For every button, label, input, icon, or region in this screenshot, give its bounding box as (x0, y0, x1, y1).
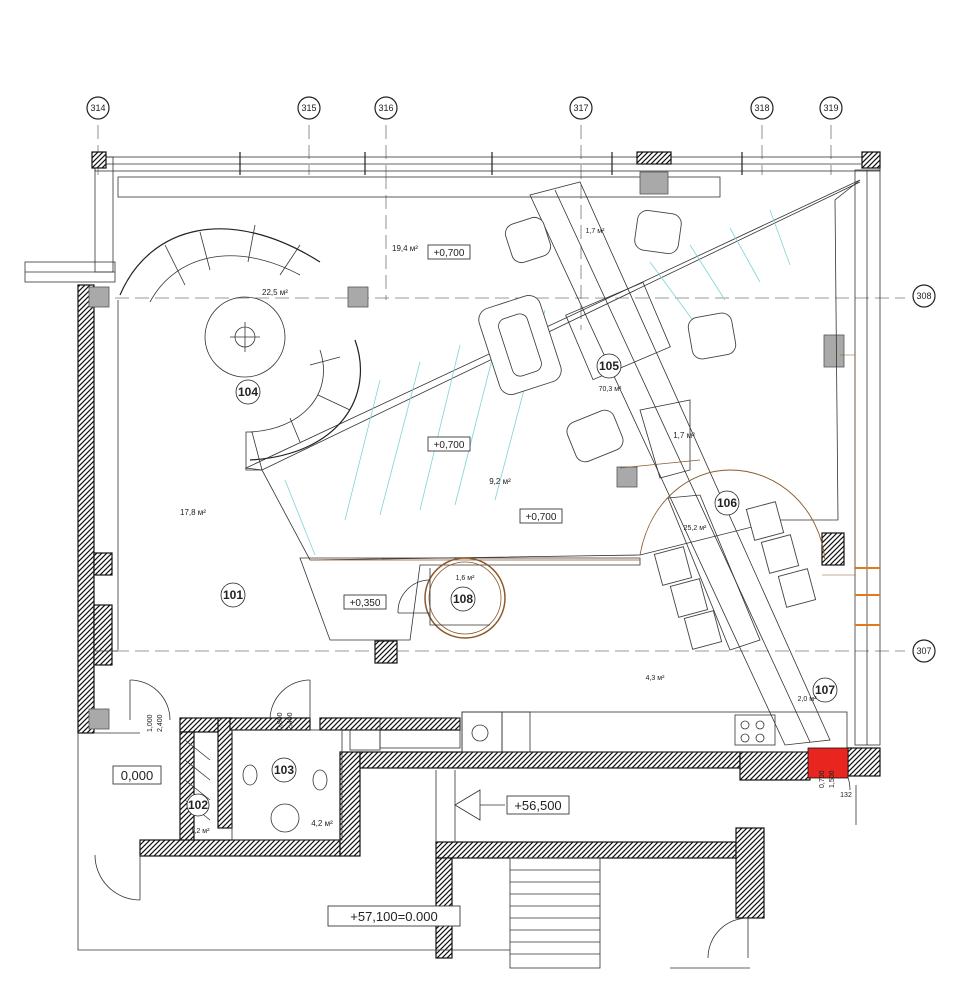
room-102: 102 1,2 м² (186, 793, 210, 835)
svg-text:101: 101 (223, 588, 243, 602)
entrance-stair (77, 732, 750, 969)
svg-text:307: 307 (916, 646, 931, 656)
room-105: 105 70,3 м² (596, 353, 622, 393)
svg-text:9,2 м²: 9,2 м² (489, 477, 511, 486)
svg-text:2,0 м²: 2,0 м² (798, 696, 817, 703)
axis-bubble-315: 315 (297, 96, 321, 120)
axis-bubble-308: 308 (912, 284, 936, 308)
svg-text:+0,700: +0,700 (526, 512, 557, 523)
svg-text:308: 308 (916, 291, 931, 301)
svg-text:22,5 м²: 22,5 м² (262, 288, 288, 297)
room-107: 107 2,0 м² (798, 677, 838, 703)
svg-text:103: 103 (274, 763, 294, 777)
walls (77, 284, 881, 959)
svg-text:25,2 м²: 25,2 м² (684, 525, 707, 532)
svg-text:1,6 м²: 1,6 м² (456, 575, 475, 582)
svg-text:1,000: 1,000 (147, 714, 154, 732)
svg-text:1,2 м²: 1,2 м² (191, 828, 210, 835)
svg-text:315: 315 (301, 103, 316, 113)
red-door (807, 747, 849, 779)
room-103: 103 4,2 м² (271, 757, 333, 828)
axis-bubble-314: 314 (86, 96, 110, 120)
svg-text:104: 104 (238, 385, 258, 399)
axis-bubble-318: 318 (750, 96, 774, 120)
axis-bubble-307: 307 (912, 639, 936, 663)
svg-text:1,7 м²: 1,7 м² (586, 228, 605, 235)
svg-text:105: 105 (599, 359, 619, 373)
axis-grid: 314 315 316 317 318 319 308 307 (86, 96, 936, 663)
elevation-stair: +56,500 (506, 795, 570, 815)
svg-text:314: 314 (90, 103, 105, 113)
elevation-marks: +0,700 +0,700 +0,700 +0,350 0,000 +56,50… (112, 244, 570, 927)
svg-text:+0,350: +0,350 (350, 598, 381, 609)
svg-text:317: 317 (573, 103, 588, 113)
svg-text:17,8 м²: 17,8 м² (180, 508, 206, 517)
svg-text:19,4 м²: 19,4 м² (392, 244, 418, 253)
svg-text:4,3 м²: 4,3 м² (646, 675, 665, 682)
axis-bubble-317: 317 (569, 96, 593, 120)
svg-text:70,3 м²: 70,3 м² (599, 386, 622, 393)
room-labels: 101 17,8 м² 102 1,2 м² 103 4,2 м² 104 22… (180, 288, 838, 835)
svg-text:108: 108 (453, 592, 473, 606)
elevation-lower-platform: +0,700 (519, 508, 563, 524)
door-dimensions: 1,000 2,400 0,800 2,400 0,700 1,500 132 (147, 712, 852, 799)
svg-text:132: 132 (840, 792, 852, 799)
elevation-entrance: 0,000 (112, 765, 162, 785)
svg-text:0,000: 0,000 (121, 768, 154, 783)
axis-bubble-319: 319 (819, 96, 843, 120)
platforms (94, 179, 880, 746)
room-104: 104 22,5 м² (235, 288, 288, 405)
svg-text:+57,100=0.000: +57,100=0.000 (350, 909, 437, 924)
svg-text:318: 318 (754, 103, 769, 113)
svg-text:+56,500: +56,500 (514, 798, 561, 813)
svg-text:+0,700: +0,700 (434, 440, 465, 451)
svg-text:2,400: 2,400 (157, 714, 164, 732)
furniture (184, 209, 848, 841)
svg-text:4,2 м²: 4,2 м² (311, 819, 333, 828)
svg-text:316: 316 (378, 103, 393, 113)
svg-text:106: 106 (717, 496, 737, 510)
svg-text:319: 319 (823, 103, 838, 113)
svg-text:+0,700: +0,700 (434, 248, 465, 259)
elevation-mid-platform: +0,700 (427, 436, 471, 452)
doors (94, 679, 857, 959)
room-108: 108 1,6 м² (450, 575, 476, 612)
axis-bubble-316: 316 (374, 96, 398, 120)
room-106: 106 25,2 м² (684, 490, 740, 532)
svg-text:0,700: 0,700 (819, 770, 826, 788)
svg-text:102: 102 (188, 798, 208, 812)
columns (88, 171, 845, 730)
room-101: 101 17,8 м² (180, 508, 246, 608)
elevation-datum: +57,100=0.000 (327, 905, 461, 927)
elevation-ramp: +0,350 (343, 594, 387, 610)
svg-text:107: 107 (815, 683, 835, 697)
zone-area-labels: 19,4 м² 1,7 м² 9,2 м² 1,7 м² 4,3 м² (392, 228, 695, 682)
elevation-top-platform: +0,700 (427, 244, 471, 260)
svg-text:1,500: 1,500 (829, 770, 836, 788)
svg-text:2,400: 2,400 (287, 712, 294, 730)
svg-text:1,7 м²: 1,7 м² (673, 431, 695, 440)
svg-text:0,800: 0,800 (277, 712, 284, 730)
